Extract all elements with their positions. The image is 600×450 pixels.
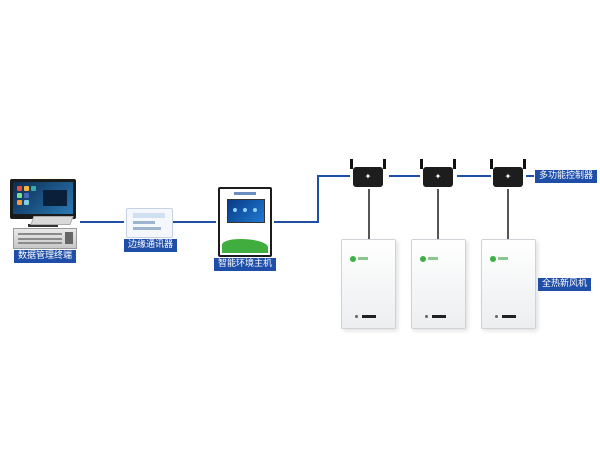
- host-label: 智能环境主机: [214, 258, 277, 271]
- controller-label: 多功能控制器: [535, 170, 598, 183]
- link-ctrl1-unit1: [368, 189, 370, 239]
- server-rack-icon: [13, 228, 77, 249]
- link-ctrl2-ctrl3: [457, 175, 491, 177]
- touch-panel-host-icon: [218, 187, 272, 257]
- fresh-air-unit-icon: [481, 239, 536, 329]
- controller-module-icon: ✦: [490, 159, 526, 187]
- link-ctrl1-ctrl2: [389, 175, 420, 177]
- link-gateway-host: [172, 221, 216, 223]
- link-bus-top: [317, 175, 350, 177]
- fresh-air-unit-icon: [341, 239, 396, 329]
- link-terminal-gateway: [80, 221, 124, 223]
- gateway-label: 边缘通讯器: [124, 239, 178, 252]
- link-ctrl3-unit3: [507, 189, 509, 239]
- fresh-air-unit-icon: [411, 239, 466, 329]
- terminal-label: 数据管理终端: [14, 250, 77, 263]
- link-ctrl3-label: [526, 175, 534, 177]
- controller-module-icon: ✦: [350, 159, 386, 187]
- fresh-air-label: 全热新风机: [538, 278, 592, 291]
- gateway-device-icon: [126, 208, 173, 238]
- link-ctrl2-unit2: [437, 189, 439, 239]
- link-bus-vertical: [317, 175, 319, 223]
- link-host-bus: [274, 221, 319, 223]
- computer-workstation-icon: [10, 179, 76, 219]
- controller-module-icon: ✦: [420, 159, 456, 187]
